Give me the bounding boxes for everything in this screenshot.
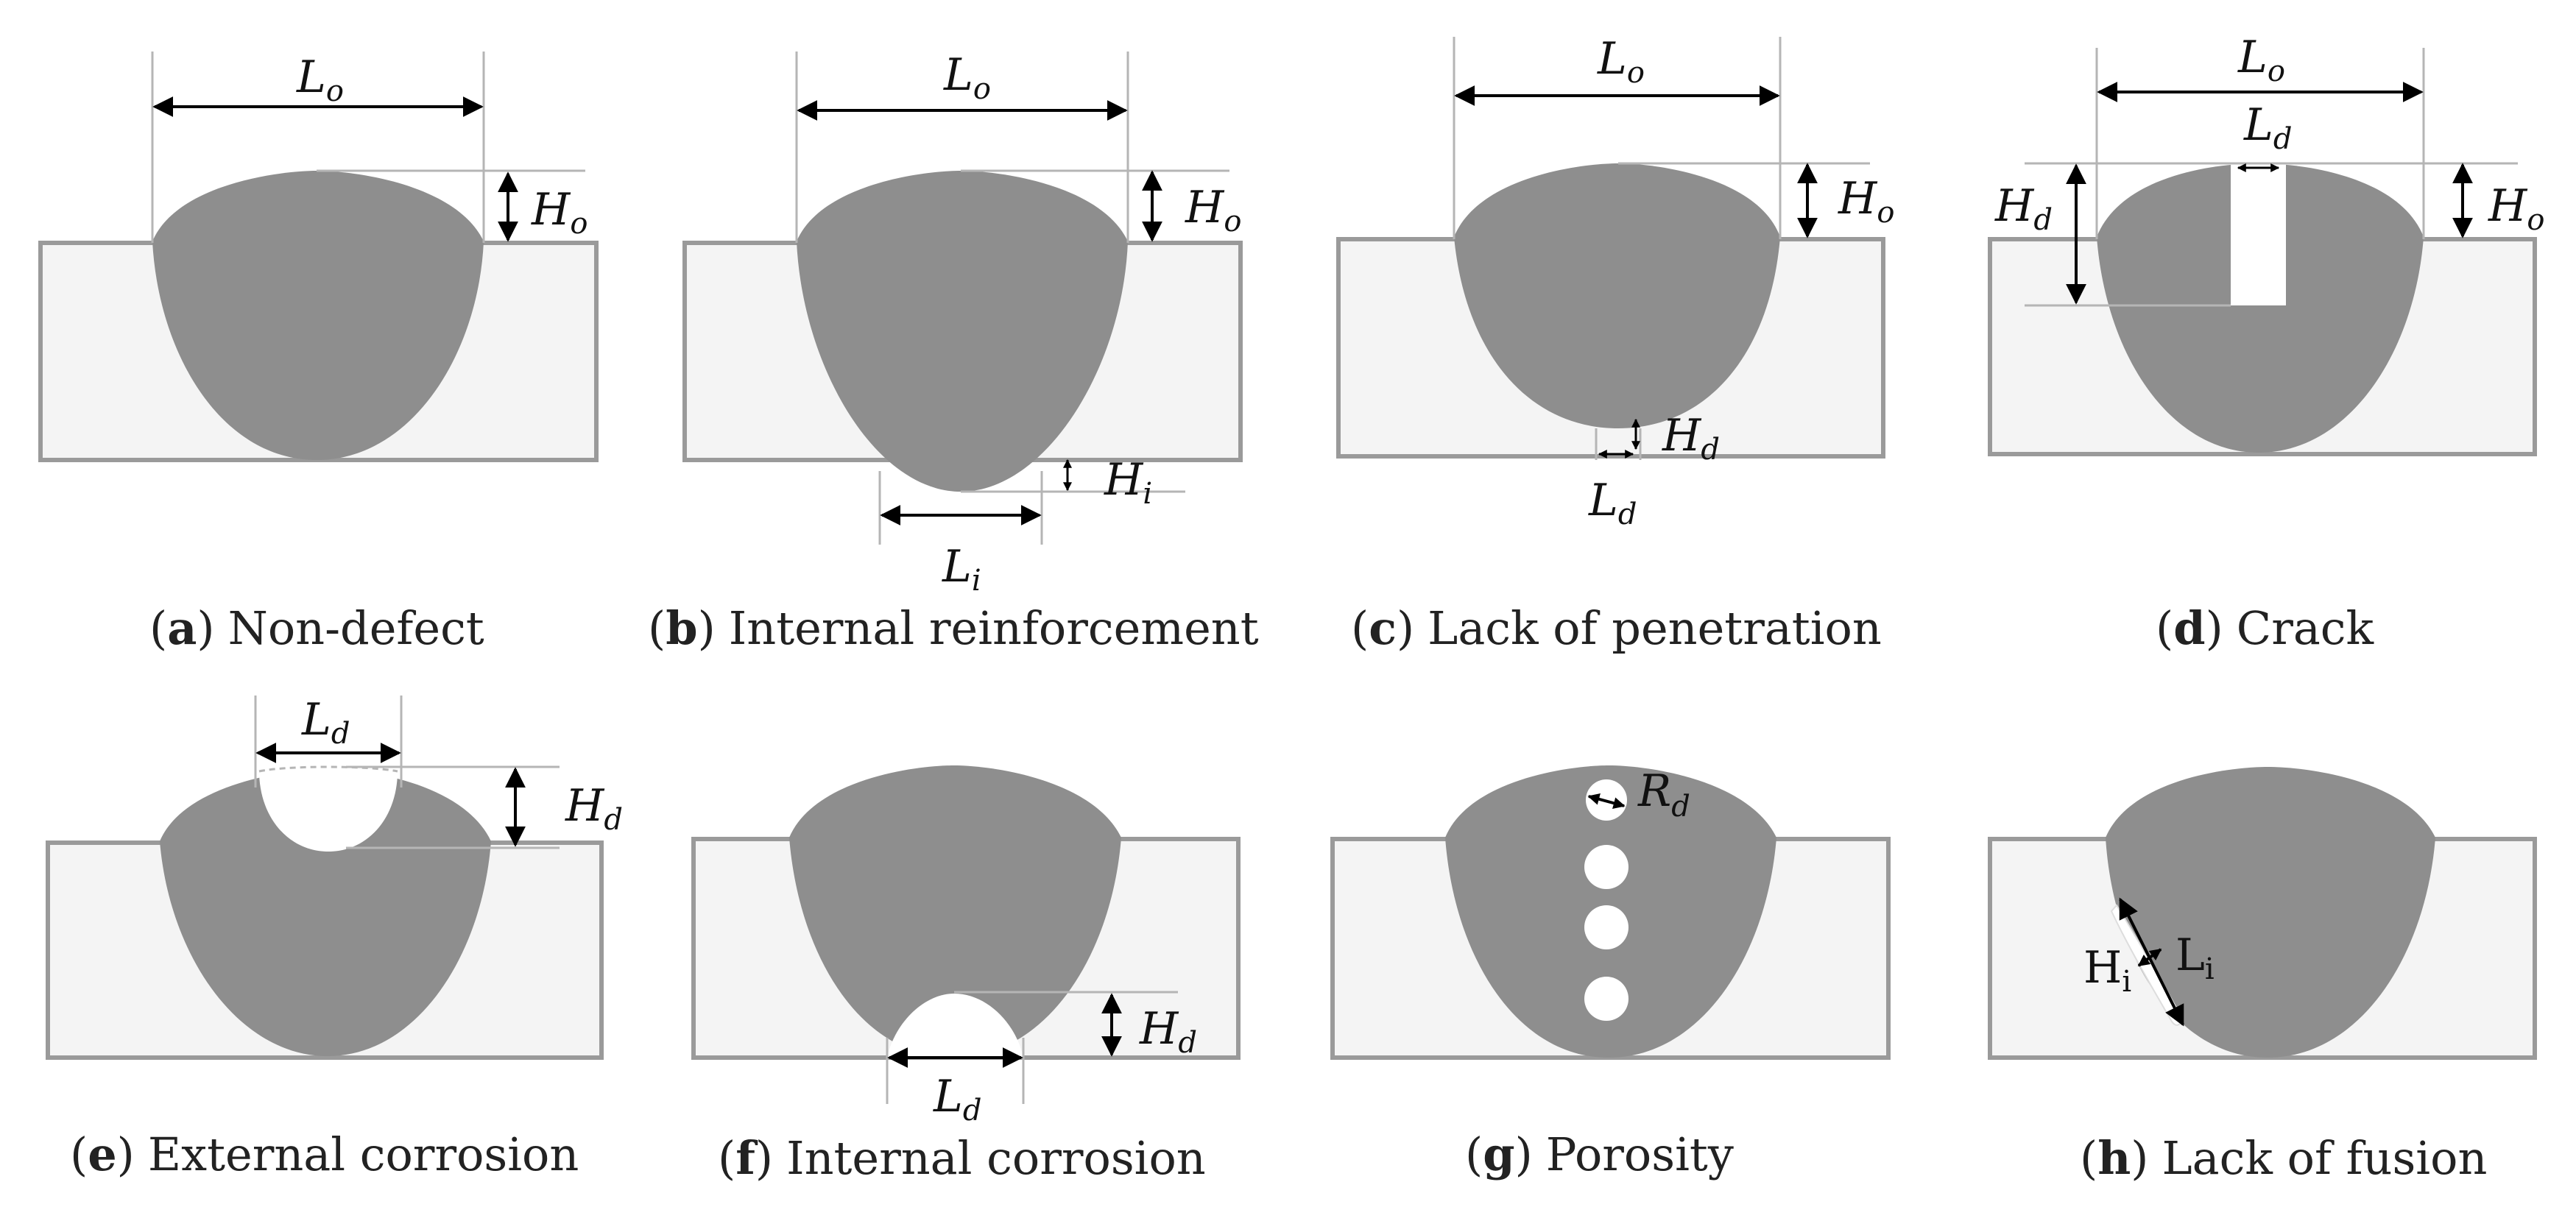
caption-e: (e)External corrosion [70,1128,579,1181]
label-H-d: Hd [1994,180,2053,237]
label-R-d: Rd [1637,765,1690,824]
label-H-d: Hd [1662,410,1720,467]
label-H-d: Hd [565,780,623,837]
label-H-o: Ho [1838,173,1894,230]
panel-c: Lo Ho Hd Ld (c)Lack of penetration [1336,33,1894,655]
panel-g: Rd (g)Porosity [1330,765,1891,1181]
weld-bead [797,171,1128,492]
label-L-d: Ld [2243,99,2292,156]
label-H-d: Hd [1139,1003,1197,1060]
crack-defect [2231,163,2286,305]
label-H-o: Ho [531,184,587,241]
panel-e: Ld Hd (e)External corrosion [46,694,623,1181]
pore-defect [1584,905,1628,949]
label-H-i: Hi [1104,454,1152,511]
label-L-d: Ld [1588,475,1637,531]
label-H-i: Hi [2083,942,2131,999]
weld-bead [1454,163,1780,428]
label-H-o: Ho [2488,180,2544,237]
external-corrosion-defect [258,765,398,852]
caption-f: (f)Internal corrosion [718,1131,1206,1185]
label-L-i: Li [942,541,981,598]
weld-bead [152,171,484,460]
dimension-arrow [1587,793,1626,809]
label-L-d: Ld [933,1071,981,1128]
label-L-o: Lo [296,52,344,108]
pore-defect [1584,845,1628,889]
panel-f: Hd Ld (f)Internal corrosion [691,765,1241,1185]
caption-a: (a)Non-defect [149,601,484,655]
caption-d: (d)Crack [2156,601,2374,655]
weld-bead [160,769,491,1056]
dimension-arrow [2137,948,2162,967]
panel-d: Lo Ld Hd Ho (d)Crack [1988,32,2544,655]
caption-b: (b)Internal reinforcement [648,601,1259,655]
panel-b: Lo Ho Hi Li (b)Internal reinforcement [648,49,1259,655]
weld-bead [2097,163,2424,453]
panel-h: Hi Li (h)Lack of fusion [1988,767,2537,1185]
label-L-i: Li [2176,930,2215,986]
weld-bead [2106,767,2435,1058]
pore-defect [1584,977,1628,1021]
label-L-o: Lo [943,49,991,106]
label-L-o: Lo [1597,33,1645,90]
original-profile-dashed [258,765,398,773]
caption-c: (c)Lack of penetration [1351,601,1882,655]
caption-g: (g)Porosity [1465,1128,1734,1181]
label-L-d: Ld [301,694,350,751]
label-H-o: Ho [1185,182,1241,238]
caption-h: (h)Lack of fusion [2080,1131,2487,1185]
internal-corrosion-defect [887,994,1023,1058]
panel-a: Lo Ho (a)Non-defect [38,52,599,655]
label-L-o: Lo [2237,32,2285,88]
weld-bead [789,765,1121,1058]
